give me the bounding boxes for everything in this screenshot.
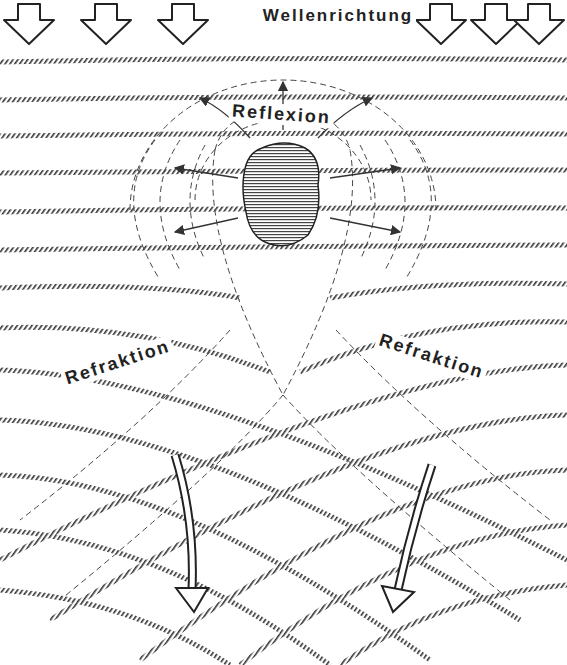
direction-label: Wellenrichtung — [260, 6, 416, 26]
wave-fronts — [20, 80, 550, 600]
process-label: Refraktion — [374, 328, 490, 383]
wave-direction-arrows — [4, 4, 564, 44]
process-label: Refraktion — [60, 334, 176, 389]
direction-arrows — [175, 82, 400, 232]
refraction-arrows — [175, 455, 432, 612]
island — [243, 143, 319, 246]
process-label: Reflexion — [229, 100, 335, 128]
wave-crests — [0, 58, 567, 665]
